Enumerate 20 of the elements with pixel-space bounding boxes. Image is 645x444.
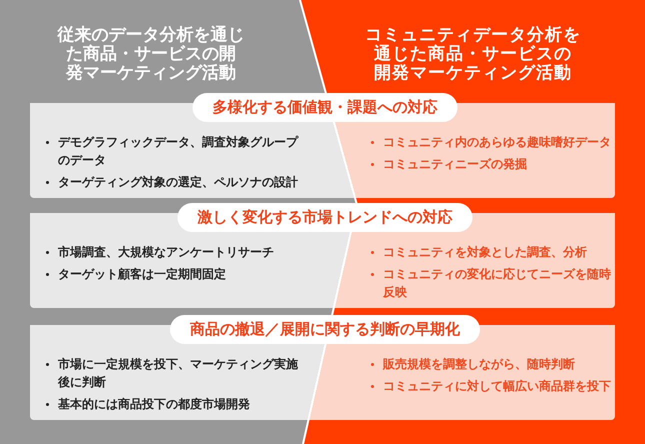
list-item: 基本的には商品投下の都度市場開発 — [58, 396, 251, 413]
column-heading: コミュニティデータ分析を通じた商品・サービスの開発マーケティング活動 — [338, 26, 608, 83]
list-item: コミュニティ内のあらゆる趣味嗜好データ — [382, 134, 612, 151]
list-item: コミュニティの変化に応じてニーズを随時反映 — [382, 266, 612, 301]
list-item: 市場に一定規模を投下、マーケティング実施後に判断 — [58, 356, 298, 391]
topic-pill: 多様化する価値観・課題への対応 — [192, 93, 458, 122]
list-item: コミュニティを対象とした調査、分析 — [382, 244, 588, 261]
column-heading: 従来のデータ分析を通じた商品・サービスの開発マーケティング活動 — [42, 26, 260, 83]
list-item: ターゲット顧客は一定期間固定 — [58, 266, 227, 283]
comparison-card — [30, 315, 615, 420]
list-item: ターゲティング対象の選定、ペルソナの設計 — [58, 174, 298, 191]
comparison-card — [30, 203, 615, 308]
list-item: デモグラフィックデータ、調査対象グループのデータ — [58, 134, 298, 169]
list-item: 市場調査、大規模なアンケートリサーチ — [58, 244, 275, 261]
topic-pill: 激しく変化する市場トレンドへの対応 — [178, 203, 472, 232]
comparison-card — [30, 93, 615, 198]
list-item: コミュニティニーズの発掘 — [382, 156, 528, 173]
topic-pill: 商品の撤退／展開に関する判断の早期化 — [170, 315, 480, 344]
list-item: 販売規模を調整しながら、随時判断 — [382, 356, 576, 373]
list-item: コミュニティに対して幅広い商品群を投下 — [382, 378, 612, 395]
